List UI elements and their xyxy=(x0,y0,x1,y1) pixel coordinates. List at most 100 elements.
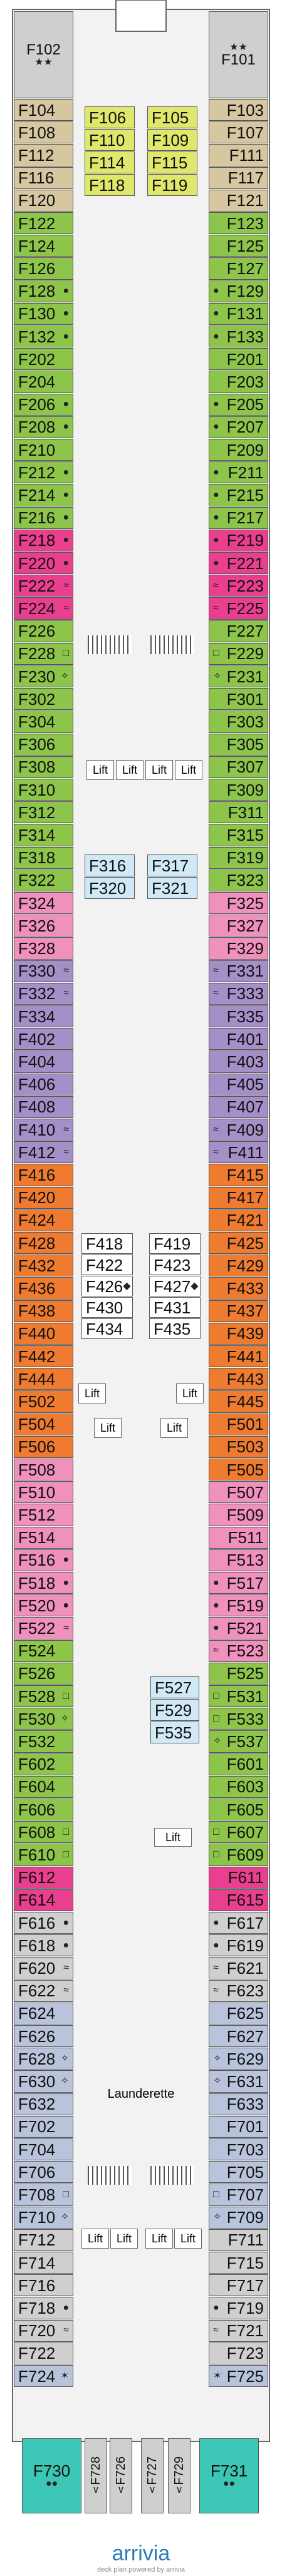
cabin-f626[interactable]: F626 xyxy=(14,2025,73,2048)
cabin-f125[interactable]: F125 xyxy=(209,235,268,257)
cabin-f229[interactable]: □F229 xyxy=(209,642,268,665)
cabin-f118[interactable]: F118 xyxy=(85,174,135,196)
cabin-f514[interactable]: F514 xyxy=(14,1526,73,1549)
cabin-f602[interactable]: F602 xyxy=(14,1753,73,1775)
cabin-f531[interactable]: □F531 xyxy=(209,1685,268,1708)
cabin-f630[interactable]: F630✧ xyxy=(14,2070,73,2093)
cabin-f103[interactable]: F103 xyxy=(209,99,268,121)
cabin-f727[interactable]: F727∨ xyxy=(141,2438,164,2513)
cabin-f105[interactable]: F105 xyxy=(147,106,197,128)
cabin-f705[interactable]: F705 xyxy=(209,2161,268,2183)
cabin-f109[interactable]: F109 xyxy=(147,129,197,151)
cabin-f423[interactable]: F423 xyxy=(149,1255,201,1275)
cabin-f308[interactable]: F308 xyxy=(14,756,73,778)
cabin-f228[interactable]: F228□ xyxy=(14,642,73,665)
cabin-f415[interactable]: F415 xyxy=(209,1164,268,1186)
cabin-f608[interactable]: F608□ xyxy=(14,1821,73,1844)
cabin-f330[interactable]: F330≈ xyxy=(14,960,73,982)
cabin-f314[interactable]: F314 xyxy=(14,824,73,846)
cabin-f214[interactable]: F214● xyxy=(14,484,73,506)
cabin-f121[interactable]: F121 xyxy=(209,189,268,212)
cabin-f524[interactable]: F524 xyxy=(14,1640,73,1662)
cabin-f504[interactable]: F504 xyxy=(14,1413,73,1435)
cabin-f428[interactable]: F428 xyxy=(14,1232,73,1255)
cabin-f443[interactable]: F443 xyxy=(209,1368,268,1390)
cabin-f301[interactable]: F301 xyxy=(209,688,268,711)
cabin-f408[interactable]: F408 xyxy=(14,1096,73,1118)
cabin-f106[interactable]: F106 xyxy=(85,106,135,128)
cabin-f421[interactable]: F421 xyxy=(209,1209,268,1231)
cabin-f324[interactable]: F324 xyxy=(14,892,73,915)
cabin-f617[interactable]: ●F617 xyxy=(209,1912,268,1934)
cabin-f722[interactable]: F722 xyxy=(14,2342,73,2364)
cabin-f312[interactable]: F312 xyxy=(14,801,73,824)
cabin-f442[interactable]: F442 xyxy=(14,1345,73,1368)
cabin-f513[interactable]: F513 xyxy=(209,1549,268,1571)
cabin-f721[interactable]: ≈F721 xyxy=(209,2319,268,2342)
cabin-f731[interactable]: F731●● xyxy=(199,2438,259,2513)
cabin-f622[interactable]: F622≈ xyxy=(14,1979,73,2002)
cabin-f303[interactable]: F303 xyxy=(209,711,268,733)
cabin-f420[interactable]: F420 xyxy=(14,1186,73,1209)
cabin-f309[interactable]: F309 xyxy=(209,779,268,801)
cabin-f716[interactable]: F716 xyxy=(14,2274,73,2297)
cabin-f501[interactable]: F501 xyxy=(209,1413,268,1435)
cabin-f729[interactable]: F729∨ xyxy=(168,2438,191,2513)
cabin-f329[interactable]: F329 xyxy=(209,937,268,960)
cabin-f517[interactable]: ●F517 xyxy=(209,1572,268,1594)
cabin-f110[interactable]: F110 xyxy=(85,129,135,151)
cabin-f728[interactable]: F728∨ xyxy=(85,2438,107,2513)
cabin-f621[interactable]: ≈F621 xyxy=(209,1957,268,1979)
cabin-f219[interactable]: ●F219 xyxy=(209,529,268,552)
cabin-f719[interactable]: ●F719 xyxy=(209,2297,268,2319)
cabin-f704[interactable]: F704 xyxy=(14,2138,73,2161)
cabin-f127[interactable]: F127 xyxy=(209,257,268,280)
cabin-f416[interactable]: F416 xyxy=(14,1164,73,1186)
cabin-f425[interactable]: F425 xyxy=(209,1232,268,1255)
cabin-f122[interactable]: F122 xyxy=(14,212,73,235)
cabin-f535[interactable]: F535 xyxy=(150,1722,199,1743)
cabin-f619[interactable]: ●F619 xyxy=(209,1934,268,1957)
cabin-f618[interactable]: F618● xyxy=(14,1934,73,1957)
cabin-f335[interactable]: F335 xyxy=(209,1005,268,1028)
cabin-f222[interactable]: F222≈ xyxy=(14,575,73,597)
cabin-f529[interactable]: F529 xyxy=(150,1699,199,1721)
cabin-f112[interactable]: F112 xyxy=(14,144,73,167)
cabin-f511[interactable]: F511 xyxy=(209,1526,268,1549)
cabin-f520[interactable]: F520● xyxy=(14,1594,73,1617)
cabin-f328[interactable]: F328 xyxy=(14,937,73,960)
cabin-f510[interactable]: F510 xyxy=(14,1481,73,1504)
cabin-f715[interactable]: F715 xyxy=(209,2252,268,2274)
cabin-f426[interactable]: F426◆ xyxy=(81,1276,133,1296)
cabin-f104[interactable]: F104 xyxy=(14,99,73,121)
cabin-f405[interactable]: F405 xyxy=(209,1073,268,1096)
cabin-f204[interactable]: F204 xyxy=(14,371,73,393)
cabin-f417[interactable]: F417 xyxy=(209,1186,268,1209)
cabin-f202[interactable]: F202 xyxy=(14,348,73,371)
cabin-f311[interactable]: F311 xyxy=(209,801,268,824)
cabin-f612[interactable]: F612 xyxy=(14,1866,73,1889)
cabin-f611[interactable]: F611 xyxy=(209,1866,268,1889)
cabin-f518[interactable]: F518● xyxy=(14,1572,73,1594)
cabin-f701[interactable]: F701 xyxy=(209,2115,268,2138)
cabin-f616[interactable]: F616● xyxy=(14,1912,73,1934)
cabin-f323[interactable]: F323 xyxy=(209,869,268,891)
cabin-f111[interactable]: F111 xyxy=(209,144,268,167)
cabin-f401[interactable]: F401 xyxy=(209,1028,268,1050)
cabin-f628[interactable]: F628✧ xyxy=(14,2048,73,2070)
cabin-f703[interactable]: F703 xyxy=(209,2138,268,2161)
cabin-f334[interactable]: F334 xyxy=(14,1005,73,1028)
cabin-f132[interactable]: F132● xyxy=(14,326,73,348)
cabin-f402[interactable]: F402 xyxy=(14,1028,73,1050)
cabin-f129[interactable]: ●F129 xyxy=(209,280,268,302)
cabin-f537[interactable]: ✧F537 xyxy=(209,1730,268,1753)
cabin-f505[interactable]: F505 xyxy=(209,1459,268,1481)
cabin-f210[interactable]: F210 xyxy=(14,439,73,461)
cabin-f711[interactable]: F711 xyxy=(209,2229,268,2251)
cabin-f419[interactable]: F419 xyxy=(149,1233,201,1254)
cabin-f610[interactable]: F610□ xyxy=(14,1844,73,1866)
cabin-f522[interactable]: F522≈ xyxy=(14,1617,73,1640)
cabin-f625[interactable]: F625 xyxy=(209,2002,268,2024)
cabin-f108[interactable]: F108 xyxy=(14,121,73,144)
cabin-f226[interactable]: F226 xyxy=(14,620,73,642)
